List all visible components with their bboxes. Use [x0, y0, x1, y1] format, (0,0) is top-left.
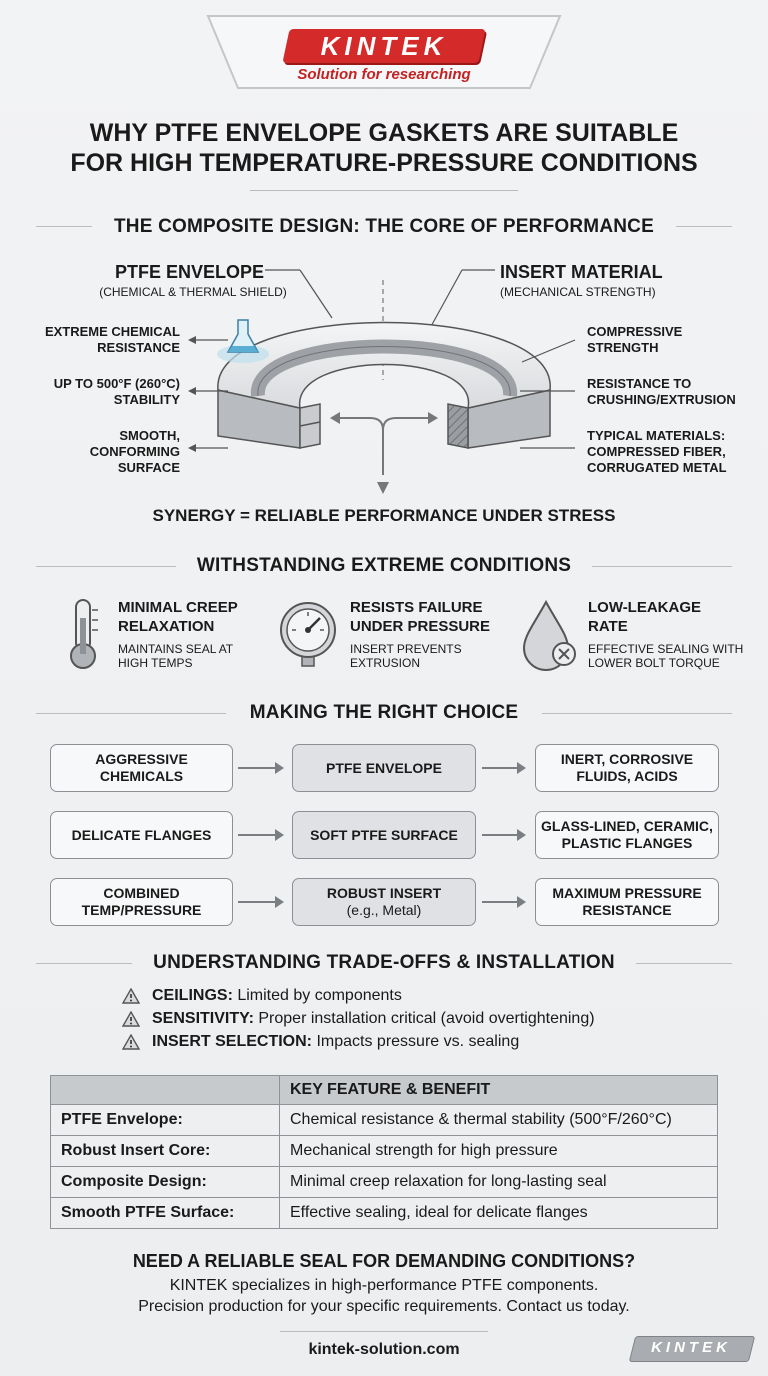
choice-need-2: DELICATE FLANGES — [50, 811, 233, 859]
choice-solution-3-sub: (e.g., Metal) — [346, 902, 422, 918]
table-benefit: Effective sealing, ideal for delicate fl… — [279, 1197, 718, 1229]
brand-logo-text: KINTEK — [320, 31, 448, 61]
left-point-3: SMOOTH, CONFORMING SURFACE — [89, 428, 180, 475]
divider — [36, 566, 176, 567]
divider — [592, 566, 732, 567]
condition-desc-2: INSERT PREVENTS EXTRUSION — [350, 642, 462, 670]
tradeoff-item-2: SENSITIVITY: Proper installation critica… — [122, 1009, 595, 1029]
tradeoff-text-1: Limited by components — [232, 987, 402, 1004]
brand-tagline: Solution for researching — [297, 66, 471, 83]
choice-result-2: GLASS-LINED, CERAMIC, PLASTIC FLANGES — [535, 811, 719, 859]
table-benefit: Mechanical strength for high pressure — [279, 1135, 718, 1167]
condition-desc-3: EFFECTIVE SEALING WITH LOWER BOLT TORQUE — [588, 642, 744, 670]
choice-solution-3-title: ROBUST INSERT — [326, 885, 442, 901]
page-title-line2: FOR HIGH TEMPERATURE-PRESSURE CONDITIONS — [70, 149, 698, 177]
tradeoff-text-3: Impacts pressure vs. sealing — [312, 1033, 520, 1050]
website-link[interactable]: kintek-solution.com — [308, 1341, 460, 1358]
left-point-1: EXTREME CHEMICAL RESISTANCE — [44, 324, 180, 355]
footer-logo-text: KINTEK — [651, 1339, 731, 1356]
divider — [36, 963, 132, 964]
table-header: KEY FEATURE & BENEFIT — [279, 1075, 718, 1105]
tradeoff-key-3: INSERT SELECTION: — [152, 1033, 313, 1050]
choice-solution-2: SOFT PTFE SURFACE — [292, 811, 476, 859]
envelope-sublabel: (CHEMICAL & THERMAL SHIELD) — [99, 285, 287, 299]
warning-icon — [122, 1034, 140, 1050]
pressure-gauge-icon — [280, 602, 336, 667]
page-title: WHY PTFE ENVELOPE GASKETS ARE SUITABLE F… — [0, 118, 768, 178]
warning-icon — [122, 1011, 140, 1027]
divider — [36, 226, 92, 227]
arrow-right-icon — [482, 762, 526, 774]
right-point-1: COMPRESSIVE STRENGTH — [587, 324, 683, 355]
envelope-label: PTFE ENVELOPE — [115, 262, 265, 282]
tradeoff-key-2: SENSITIVITY: — [152, 1010, 254, 1027]
divider — [36, 713, 226, 714]
tradeoff-text-2: Proper installation critical (avoid over… — [253, 1010, 595, 1027]
table-row: Composite Design: Minimal creep relaxati… — [50, 1166, 718, 1198]
condition-title-2: RESISTS FAILURE UNDER PRESSURE — [350, 599, 491, 635]
divider — [542, 713, 732, 714]
tradeoffs-heading: UNDERSTANDING TRADE-OFFS & INSTALLATION — [153, 952, 615, 973]
design-heading: THE COMPOSITE DESIGN: THE CORE OF PERFOR… — [114, 216, 654, 237]
choice-result-1: INERT, CORROSIVE FLUIDS, ACIDS — [535, 744, 719, 792]
table-row: PTFE Envelope: Chemical resistance & the… — [50, 1104, 718, 1136]
cta-line-1: KINTEK specializes in high-performance P… — [169, 1277, 599, 1294]
arrow-right-icon — [238, 896, 284, 908]
tradeoff-key-1: CEILINGS: — [152, 987, 233, 1004]
divider — [280, 1331, 488, 1332]
choice-heading: MAKING THE RIGHT CHOICE — [249, 702, 519, 723]
table-feature: Smooth PTFE Surface: — [50, 1197, 280, 1229]
choice-solution-1: PTFE ENVELOPE — [292, 744, 476, 792]
choice-need-3: COMBINED TEMP/PRESSURE — [50, 878, 233, 926]
arrow-right-icon — [238, 762, 284, 774]
table-benefit: Minimal creep relaxation for long-lastin… — [279, 1166, 718, 1198]
droplet-x-icon — [522, 599, 576, 671]
synergy-statement: SYNERGY = RELIABLE PERFORMANCE UNDER STR… — [152, 506, 616, 525]
gasket-illustration — [188, 269, 576, 494]
choice-need-1: AGGRESSIVE CHEMICALS — [50, 744, 233, 792]
warning-icon — [122, 988, 140, 1004]
arrow-right-icon — [482, 896, 526, 908]
table-feature: Robust Insert Core: — [50, 1135, 280, 1167]
conditions-heading: WITHSTANDING EXTREME CONDITIONS — [196, 555, 572, 576]
table-feature: PTFE Envelope: — [50, 1104, 280, 1136]
choice-solution-3: ROBUST INSERT (e.g., Metal) — [292, 878, 476, 926]
right-point-2: RESISTANCE TO CRUSHING/EXTRUSION — [587, 376, 736, 407]
thermometer-icon — [70, 599, 98, 669]
title-divider — [250, 190, 518, 191]
condition-title-3: LOW-LEAKAGE RATE — [588, 599, 702, 635]
table-header-blank — [50, 1075, 280, 1105]
table-feature: Composite Design: — [50, 1166, 280, 1198]
tradeoff-item-1: CEILINGS: Limited by components — [122, 986, 402, 1006]
page-title-line1: WHY PTFE ENVELOPE GASKETS ARE SUITABLE — [89, 119, 679, 147]
feature-table: KEY FEATURE & BENEFIT PTFE Envelope: Che… — [50, 1075, 718, 1229]
insert-label: INSERT MATERIAL — [500, 262, 663, 282]
arrow-right-icon — [238, 829, 284, 841]
condition-desc-1: MAINTAINS SEAL AT HIGH TEMPS — [118, 642, 233, 670]
flask-icon — [217, 319, 269, 363]
table-row: Robust Insert Core: Mechanical strength … — [50, 1135, 718, 1167]
divider — [636, 963, 732, 964]
table-header-row: KEY FEATURE & BENEFIT — [50, 1075, 718, 1105]
choice-result-3: MAXIMUM PRESSURE RESISTANCE — [535, 878, 719, 926]
insert-sublabel: (MECHANICAL STRENGTH) — [500, 285, 656, 299]
cta-line-2: Precision production for your specific r… — [138, 1298, 630, 1315]
cta-heading: NEED A RELIABLE SEAL FOR DEMANDING CONDI… — [132, 1251, 636, 1271]
arrow-right-icon — [482, 829, 526, 841]
divider — [676, 226, 732, 227]
left-point-2: UP TO 500°F (260°C) STABILITY — [53, 376, 180, 407]
condition-title-1: MINIMAL CREEP RELAXATION — [118, 599, 238, 635]
tradeoff-item-3: INSERT SELECTION: Impacts pressure vs. s… — [122, 1032, 519, 1052]
right-point-3: TYPICAL MATERIALS: COMPRESSED FIBER, COR… — [587, 428, 727, 475]
table-benefit: Chemical resistance & thermal stability … — [279, 1104, 718, 1136]
table-row: Smooth PTFE Surface: Effective sealing, … — [50, 1197, 718, 1229]
